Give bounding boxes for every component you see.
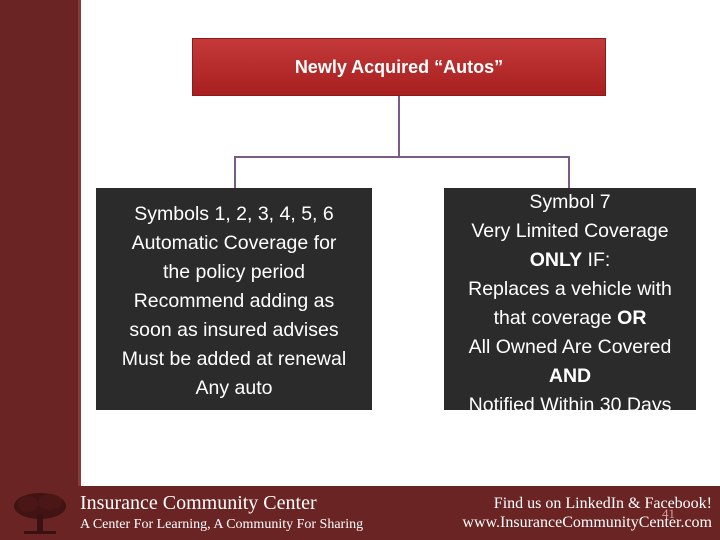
right-node: Symbol 7 Very Limited Coverage ONLY IF: … xyxy=(444,188,696,410)
left-node-line: Must be added at renewal xyxy=(121,348,347,370)
left-node-line: Any auto xyxy=(195,377,273,399)
left-node-line: soon as insured advises xyxy=(129,319,339,341)
right-node-line: All Owned Are Covered xyxy=(444,333,696,362)
footer-subtitle: A Center For Learning, A Community For S… xyxy=(80,517,364,532)
right-node-text: Very Limited Coverage xyxy=(471,220,669,242)
right-node-bold: OR xyxy=(617,307,647,329)
right-node-line: that coverage OR xyxy=(444,304,696,333)
left-node-line: Automatic Coverage for xyxy=(131,232,337,254)
footer-social-text: Find us on LinkedIn & Facebook! xyxy=(493,495,712,512)
right-node-bold: AND xyxy=(548,365,592,387)
right-node-text: All Owned Are Covered xyxy=(468,336,672,358)
right-node-bold: ONLY xyxy=(529,249,583,271)
right-node-line: AND xyxy=(444,362,696,391)
footer-bar xyxy=(0,486,720,540)
connector-vertical-root xyxy=(398,96,400,156)
right-node-text: IF: xyxy=(582,249,611,271)
right-node-text: Notified Within 30 Days xyxy=(468,394,672,410)
right-node-line: Notified Within 30 Days xyxy=(444,391,696,410)
connector-left-drop xyxy=(234,156,236,188)
right-node-text: Replaces a vehicle with xyxy=(468,278,672,300)
right-node-line: Replaces a vehicle with xyxy=(444,275,696,304)
right-node-line: Very Limited Coverage xyxy=(444,217,696,246)
left-node-line: Recommend adding as xyxy=(133,290,335,312)
footer-url-link[interactable]: www.InsuranceCommunityCenter.com xyxy=(462,514,712,531)
tree-logo-icon xyxy=(14,493,66,534)
root-node-label: Newly Acquired “Autos” xyxy=(294,56,504,77)
sidebar-stripe xyxy=(78,0,81,540)
left-node: Symbols 1, 2, 3, 4, 5, 6 Automatic Cover… xyxy=(96,188,372,410)
left-sidebar-bar xyxy=(0,0,81,540)
right-node-line: ONLY IF: xyxy=(444,246,696,275)
connector-horizontal xyxy=(234,156,570,158)
footer-title: Insurance Community Center xyxy=(80,492,317,514)
right-node-text: Symbol 7 xyxy=(529,191,611,213)
connector-right-drop xyxy=(568,156,570,188)
page-number: 41 xyxy=(662,506,675,521)
root-node: Newly Acquired “Autos” xyxy=(192,38,606,96)
right-node-line: Symbol 7 xyxy=(444,188,696,217)
left-node-line: the policy period xyxy=(162,261,305,283)
left-node-line: Symbols 1, 2, 3, 4, 5, 6 xyxy=(134,203,334,225)
right-node-text: that coverage xyxy=(493,307,618,329)
